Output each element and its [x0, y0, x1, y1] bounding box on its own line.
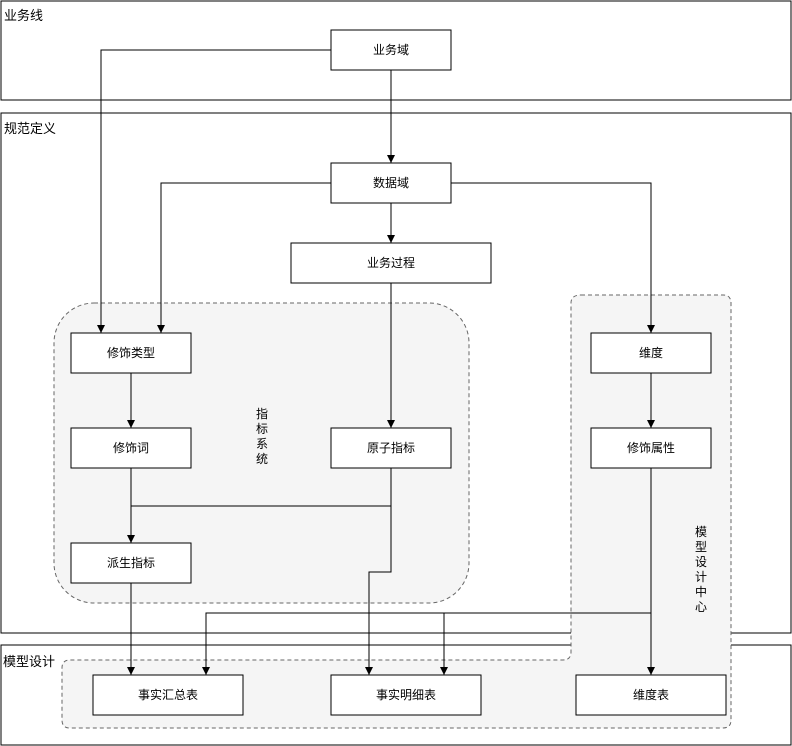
group-model-design-center-label: 模型设计中心 [695, 525, 707, 614]
node-atomic-metric-label: 原子指标 [367, 440, 415, 455]
section-spec-definition-label: 规范定义 [4, 122, 56, 137]
node-derived-metric-label: 派生指标 [107, 555, 155, 570]
edge-business-domain-to-modifier-type [97, 49, 331, 333]
node-modifier-word-label: 修饰词 [113, 440, 149, 455]
node-dimension-label: 维度 [639, 345, 663, 360]
node-dimension-table[interactable]: 维度表 [575, 674, 727, 716]
node-data-domain[interactable]: 数据域 [330, 162, 452, 204]
node-modifier-attribute[interactable]: 修饰属性 [590, 427, 712, 469]
edge-modifier-attribute-to-fact-summary [202, 612, 651, 675]
group-metric-system [53, 302, 470, 604]
node-fact-summary-table-label: 事实汇总表 [138, 687, 198, 702]
node-fact-detail-table[interactable]: 事实明细表 [330, 674, 482, 716]
node-modifier-attribute-label: 修饰属性 [627, 440, 675, 455]
node-fact-detail-table-label: 事实明细表 [376, 687, 436, 702]
node-fact-summary-table[interactable]: 事实汇总表 [92, 674, 244, 716]
node-dimension-table-label: 维度表 [633, 687, 669, 702]
node-business-domain-label: 业务域 [373, 42, 409, 57]
node-modifier-type-label: 修饰类型 [107, 345, 155, 360]
node-business-process[interactable]: 业务过程 [290, 242, 492, 284]
node-modifier-type[interactable]: 修饰类型 [70, 332, 192, 374]
node-data-domain-label: 数据域 [373, 175, 409, 190]
group-metric-system-label: 指标系统 [256, 406, 268, 466]
section-business-line-label: 业务线 [4, 8, 43, 24]
node-modifier-word[interactable]: 修饰词 [70, 427, 192, 469]
node-dimension[interactable]: 维度 [590, 332, 712, 374]
edge-data-domain-to-dimension [451, 182, 655, 333]
node-business-process-label: 业务过程 [367, 255, 415, 270]
edge-atomic-metric-to-fact-detail [365, 506, 392, 675]
node-derived-metric[interactable]: 派生指标 [70, 542, 192, 584]
edge-data-domain-to-modifier-type [157, 182, 331, 333]
section-model-design-label: 模型设计 [3, 655, 55, 670]
node-atomic-metric[interactable]: 原子指标 [330, 427, 452, 469]
node-business-domain[interactable]: 业务域 [330, 29, 452, 71]
